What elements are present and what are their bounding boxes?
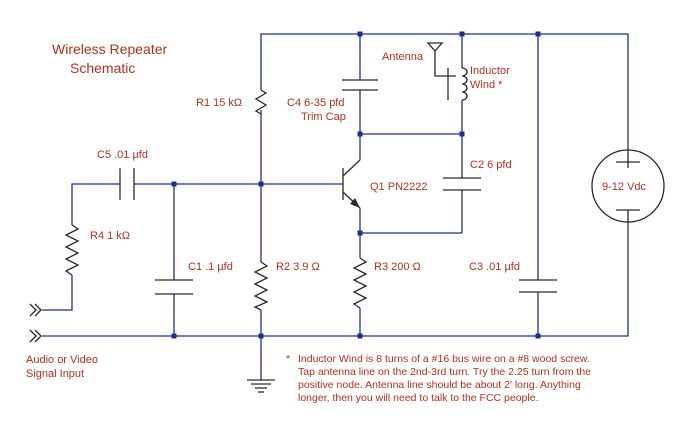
node-bottom-r3: [357, 333, 363, 339]
r4-label: R4 1 kΩ: [90, 230, 130, 242]
r1-resistor-icon: [254, 89, 268, 115]
c1-capacitor-icon: [155, 279, 193, 295]
footnote-line2: Tap antenna line on the 2nd-3rd turn. Tr…: [298, 366, 591, 378]
input-label-line2: Signal Input: [26, 368, 84, 380]
title-line2: Schematic: [70, 60, 135, 76]
input-terminal-icon: [29, 303, 42, 343]
c4-label-line2: Trim Cap: [301, 111, 346, 123]
node-top-c4: [357, 31, 363, 37]
footnote-line1: Inductor Wind is 8 turns of a #16 bus wi…: [298, 353, 590, 365]
c3-capacitor-icon: [519, 279, 557, 293]
bottom-rail-wire: [42, 222, 629, 337]
node-base: [258, 181, 264, 187]
battery-icon: [591, 149, 665, 223]
c3-label: C3 .01 µfd: [469, 261, 520, 273]
c5-capacitor-icon: [119, 168, 135, 200]
c1-label: C1 .1 µfd: [188, 261, 233, 273]
node-top-inductor: [459, 31, 465, 37]
input-label-line1: Audio or Video: [26, 354, 98, 366]
node-emitter: [357, 230, 363, 236]
inductor-label-line1: Inductor: [470, 65, 510, 77]
ground-icon: [247, 379, 275, 393]
r2-resistor-icon: [253, 261, 269, 311]
wires: [42, 33, 629, 380]
node-collector-right: [459, 131, 465, 137]
battery-label: 9-12 Vdc: [602, 181, 647, 193]
c2-capacitor-icon: [443, 177, 481, 191]
node-c1-top: [171, 181, 177, 187]
r4-resistor-icon: [64, 224, 80, 276]
antenna-label: Antenna: [382, 51, 424, 63]
node-collector-left: [357, 131, 363, 137]
node-bottom-c3: [535, 333, 541, 339]
q1-transistor-icon: [342, 159, 361, 209]
title-line1: Wireless Repeater: [52, 41, 167, 57]
r1-label: R1 15 kΩ: [196, 97, 242, 109]
r4-to-c5-wire: [71, 183, 120, 225]
input-signal-wire: [42, 275, 73, 311]
r3-resistor-icon: [352, 257, 368, 309]
inductor-label-line2: Wind *: [470, 79, 503, 91]
c4-label-line1: C4 6-35 pfd: [287, 97, 344, 109]
top-rail-wire: [260, 33, 629, 150]
footnote-line4: longer, then you will need to talk to th…: [298, 392, 538, 404]
c5-label: C5 .01 µfd: [97, 149, 148, 161]
c2-label: C2 6 pfd: [470, 159, 512, 171]
q1-label: Q1 PN2222: [370, 181, 427, 193]
footnote-line3: positive node. Antenna line should be ab…: [298, 379, 581, 391]
footnote-star: *: [286, 353, 290, 365]
node-bottom-c1: [171, 333, 177, 339]
inductor-coil-icon: [447, 67, 468, 101]
c4-capacitor-icon: [342, 79, 378, 91]
r3-label: R3 200 Ω: [374, 261, 421, 273]
antenna-icon: [426, 42, 456, 77]
r2-label: R2 3.9 Ω: [276, 261, 320, 273]
junction-nodes: [171, 31, 541, 339]
node-bottom-r2: [258, 333, 264, 339]
node-top-c3: [535, 31, 541, 37]
